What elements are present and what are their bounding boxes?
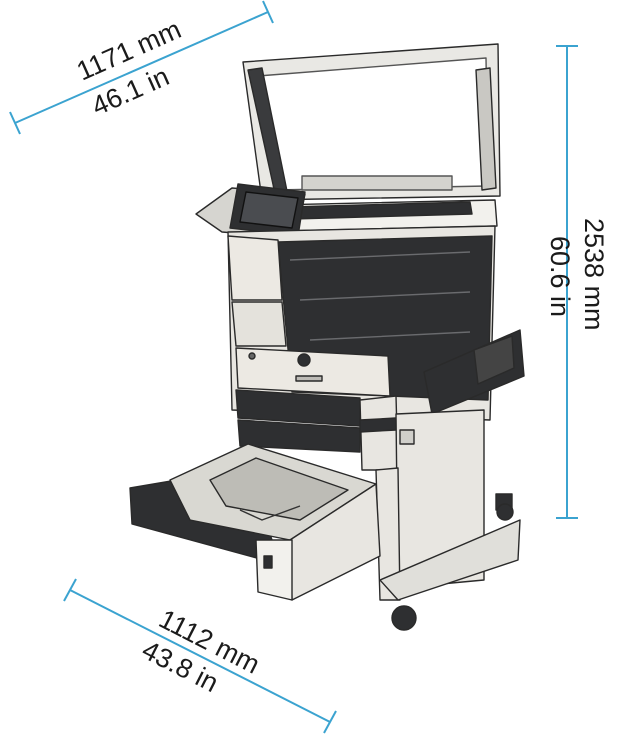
depth-dimension-line (69, 589, 331, 723)
scanner-lid (242, 43, 501, 201)
control-panel (195, 183, 306, 239)
side-door (423, 329, 525, 415)
height-imperial-label: 60.6 in (545, 236, 575, 317)
stand-cabinet (375, 409, 521, 631)
depth-dimension: 1112 mm 43.8 in (63, 578, 337, 734)
caster-wheel-rear (496, 503, 514, 521)
width-dimension-tick-right (262, 0, 274, 24)
hp-logo-icon (297, 353, 311, 367)
depth-dimension-tick-right (323, 710, 337, 734)
width-dimension-line (14, 11, 269, 124)
height-dimension: 2538 mm 60.6 in (545, 45, 609, 519)
caster-wheel (391, 605, 417, 631)
printer-illustration (129, 43, 525, 631)
open-paper-tray (129, 443, 381, 601)
depth-dimension-tick-left (63, 578, 77, 602)
width-dimension-tick-left (9, 111, 21, 135)
width-dimension: 1171 mm 46.1 in (9, 0, 274, 135)
height-metric-label: 2538 mm (579, 218, 609, 331)
